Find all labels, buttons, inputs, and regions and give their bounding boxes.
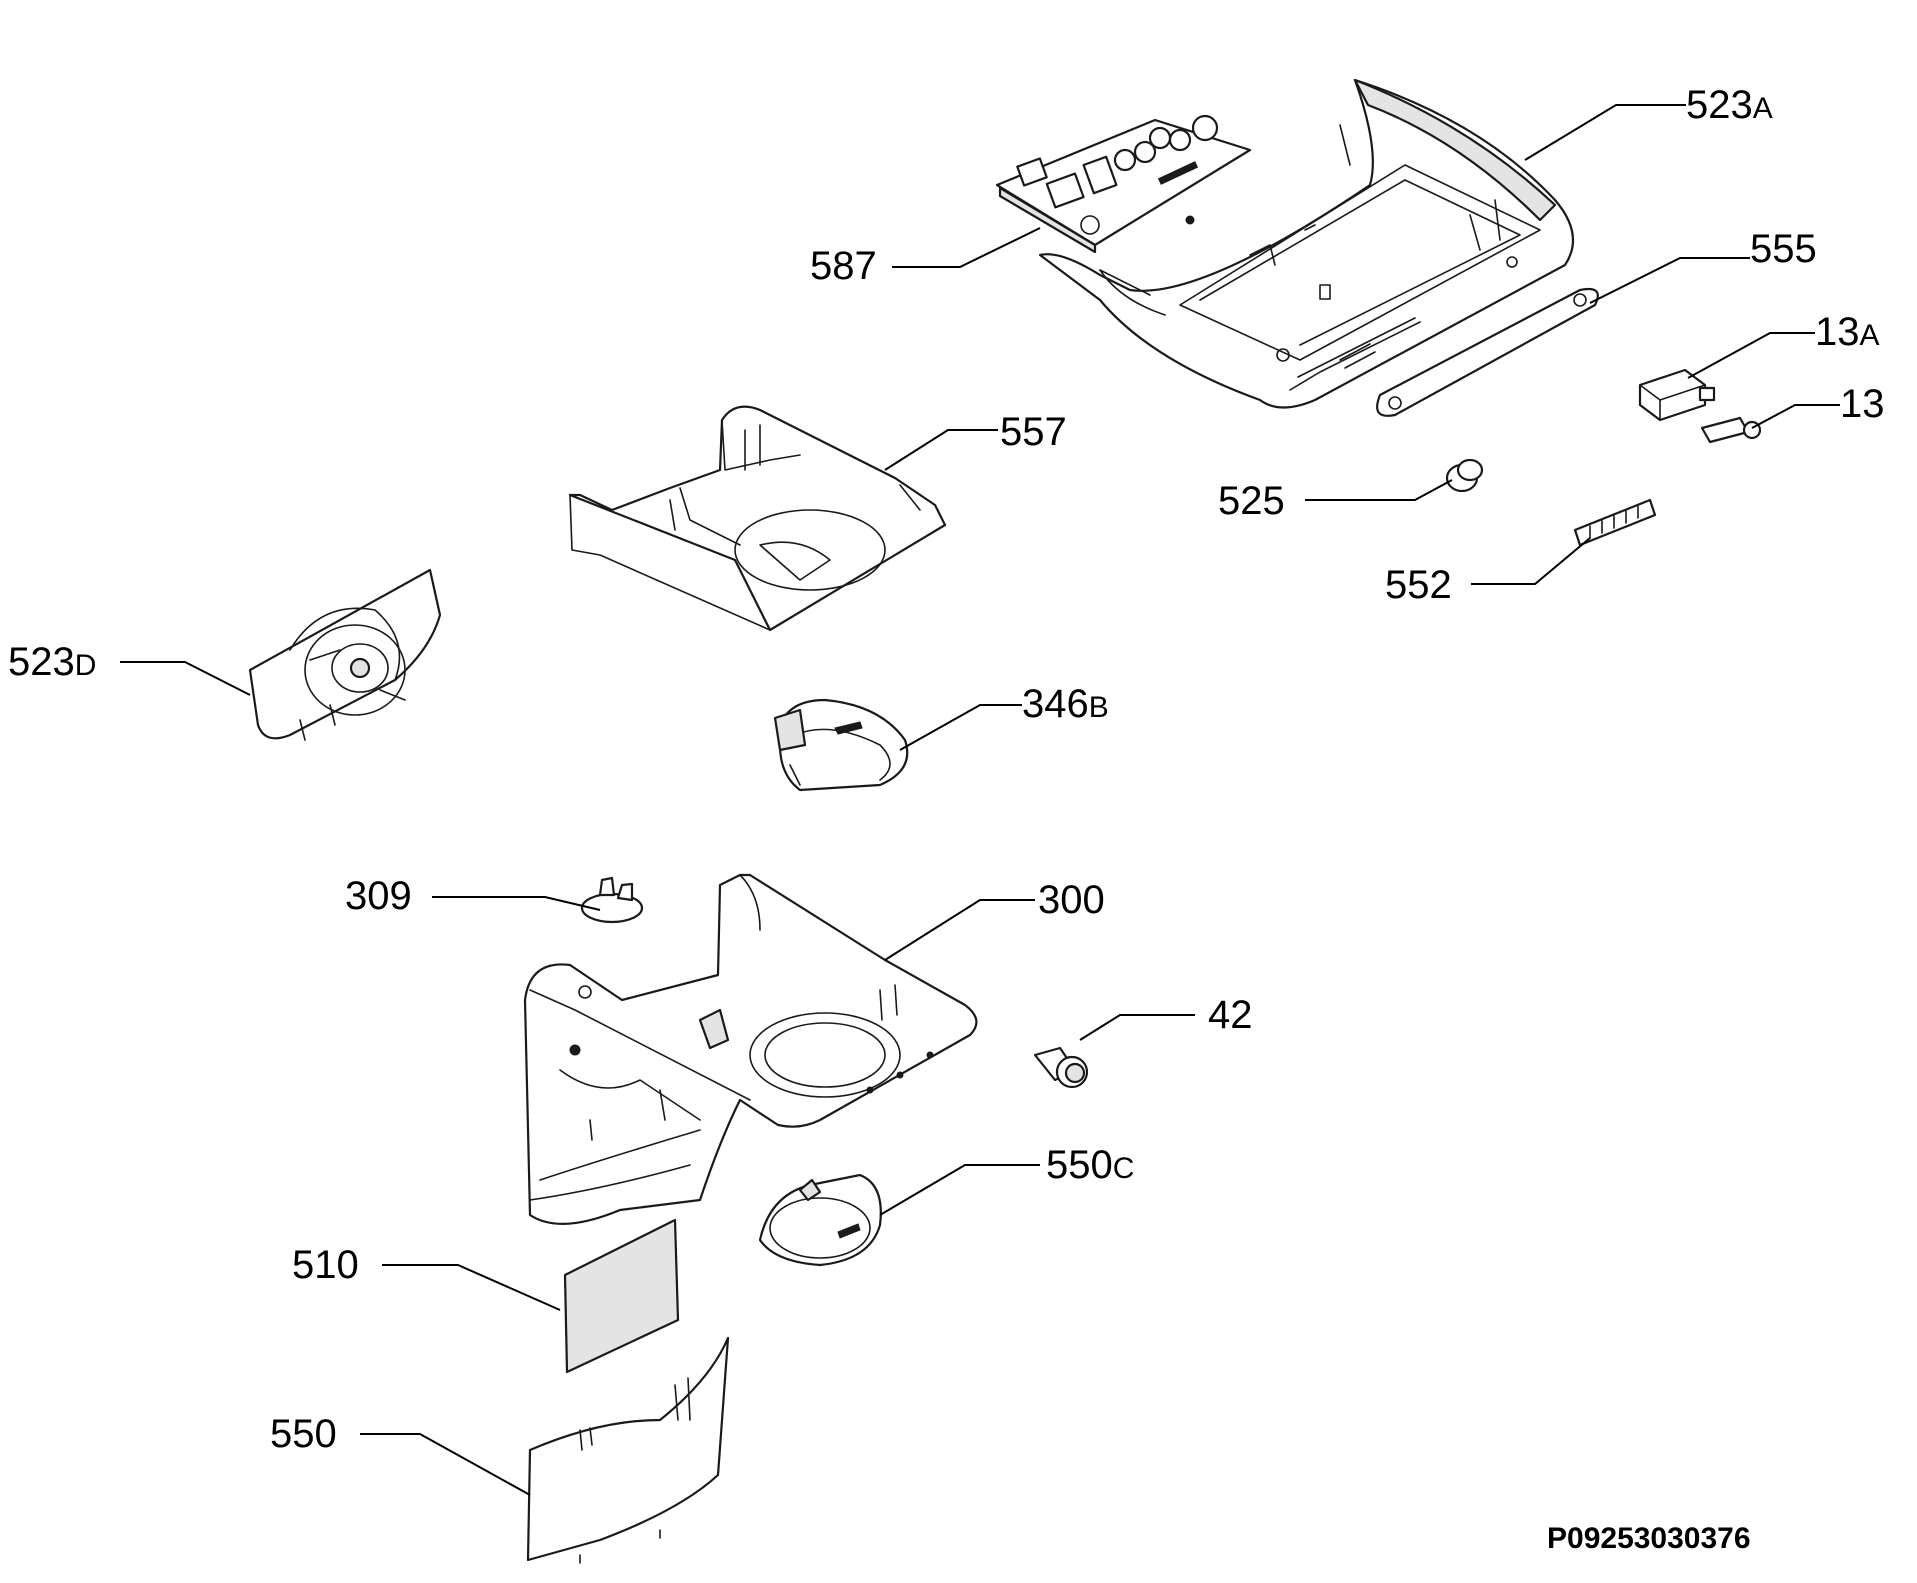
part-550c-ring-cover (758, 1173, 882, 1267)
leader-550 (360, 1433, 531, 1496)
callout-510: 510 (292, 1243, 359, 1287)
part-557-dispenser-drawer (568, 405, 947, 632)
callout-346b: 346B (1022, 682, 1109, 726)
leader-557 (884, 429, 998, 471)
callout-13: 13 (1840, 382, 1885, 426)
leader-587 (892, 227, 1041, 268)
part-42-nozzle (1033, 1046, 1089, 1089)
part-523d-side-panel (248, 568, 442, 741)
callout-42: 42 (1208, 993, 1253, 1037)
part-555-strip (1376, 287, 1599, 417)
leader-42 (1079, 1014, 1195, 1041)
part-346b-cap (773, 698, 909, 792)
part-552-contact-strip (1573, 498, 1657, 547)
part-587-circuit-board (995, 114, 1252, 254)
callout-523d: 523D (8, 640, 97, 684)
part-510-pad (563, 1218, 680, 1374)
callout-523a: 523A (1686, 83, 1773, 127)
leader-lines (120, 104, 1840, 1496)
leader-510 (382, 1264, 561, 1311)
leader-555 (1589, 257, 1750, 304)
leader-523d (120, 661, 251, 696)
leader-13 (1751, 404, 1840, 429)
callout-552: 552 (1385, 563, 1452, 607)
part-523a-housing (1038, 78, 1575, 409)
part-525-knob (1445, 458, 1484, 493)
callout-557: 557 (1000, 410, 1067, 454)
part-13-pin (1700, 416, 1762, 444)
leader-13a (1687, 332, 1815, 379)
leader-552 (1471, 537, 1591, 585)
leader-309 (432, 896, 601, 911)
leader-525 (1305, 479, 1453, 501)
leader-346b (899, 704, 1022, 751)
leader-300 (884, 899, 1035, 961)
leader-550c (879, 1164, 1040, 1216)
part-300-dispenser-body (523, 873, 978, 1225)
leader-523a (1524, 104, 1686, 161)
callout-13a: 13A (1815, 310, 1880, 354)
document-id: P09253030376 (1547, 1522, 1751, 1555)
callout-300: 300 (1038, 878, 1105, 922)
callout-555: 555 (1750, 227, 1817, 271)
callout-550: 550 (270, 1412, 337, 1456)
part-13a-switch (1638, 368, 1716, 422)
callout-587: 587 (810, 244, 877, 288)
part-309-fitting (580, 876, 644, 924)
callout-550c: 550C (1046, 1143, 1135, 1187)
part-550-front-cover (526, 1336, 730, 1564)
callout-309: 309 (345, 874, 412, 918)
callout-525: 525 (1218, 479, 1285, 523)
